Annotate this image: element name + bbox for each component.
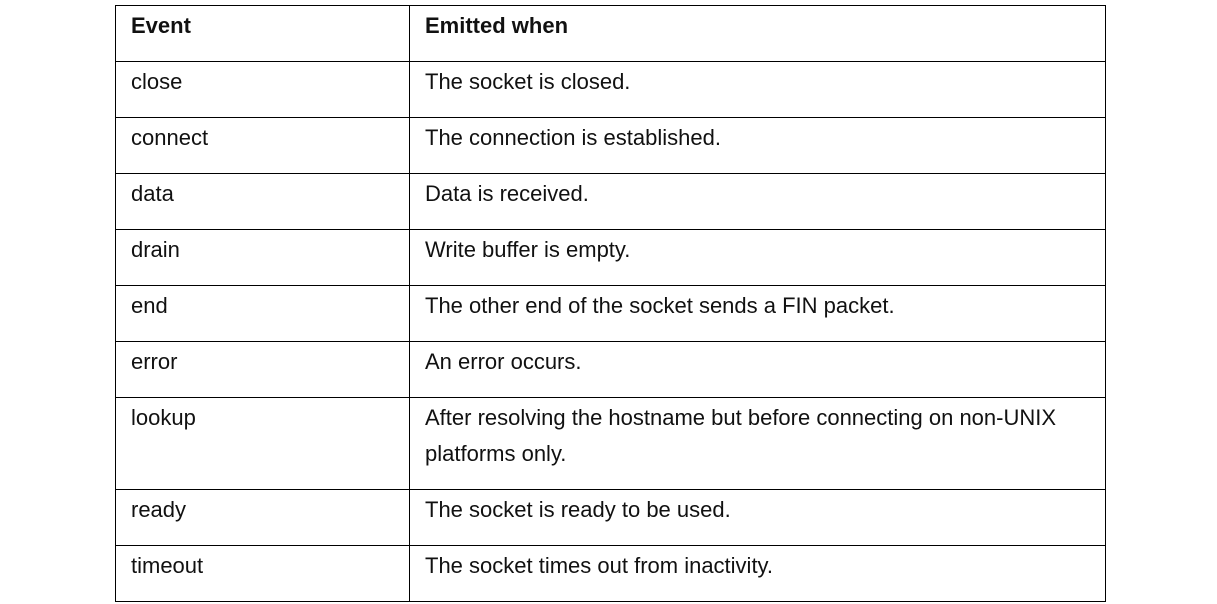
event-name-cell: end	[115, 285, 410, 342]
event-name-cell: lookup	[115, 397, 410, 490]
table-row: connect The connection is established.	[115, 117, 1106, 174]
event-description-cell: The socket is closed.	[409, 61, 1106, 118]
event-description-cell: After resolving the hostname but before …	[409, 397, 1106, 490]
event-name-cell: close	[115, 61, 410, 118]
table-row: end The other end of the socket sends a …	[115, 285, 1106, 342]
table-row: error An error occurs.	[115, 341, 1106, 398]
table-row: close The socket is closed.	[115, 61, 1106, 118]
header-event: Event	[115, 5, 410, 62]
event-description-cell: The socket is ready to be used.	[409, 489, 1106, 546]
event-name-cell: connect	[115, 117, 410, 174]
table-header-row: Event Emitted when	[115, 5, 1106, 62]
event-name-cell: timeout	[115, 545, 410, 602]
event-description-cell: Write buffer is empty.	[409, 229, 1106, 286]
table-row: timeout The socket times out from inacti…	[115, 545, 1106, 602]
event-name-cell: error	[115, 341, 410, 398]
event-name-cell: ready	[115, 489, 410, 546]
table-row: drain Write buffer is empty.	[115, 229, 1106, 286]
table-row: lookup After resolving the hostname but …	[115, 397, 1106, 490]
event-description-cell: An error occurs.	[409, 341, 1106, 398]
event-name-cell: drain	[115, 229, 410, 286]
table-row: data Data is received.	[115, 173, 1106, 230]
event-description-cell: Data is received.	[409, 173, 1106, 230]
table-row: ready The socket is ready to be used.	[115, 489, 1106, 546]
events-table-container: Event Emitted when close The socket is c…	[115, 5, 1106, 602]
event-description-cell: The connection is established.	[409, 117, 1106, 174]
event-description-cell: The socket times out from inactivity.	[409, 545, 1106, 602]
header-emitted-when: Emitted when	[409, 5, 1106, 62]
socket-events-table: Event Emitted when close The socket is c…	[115, 5, 1106, 602]
event-description-cell: The other end of the socket sends a FIN …	[409, 285, 1106, 342]
event-name-cell: data	[115, 173, 410, 230]
